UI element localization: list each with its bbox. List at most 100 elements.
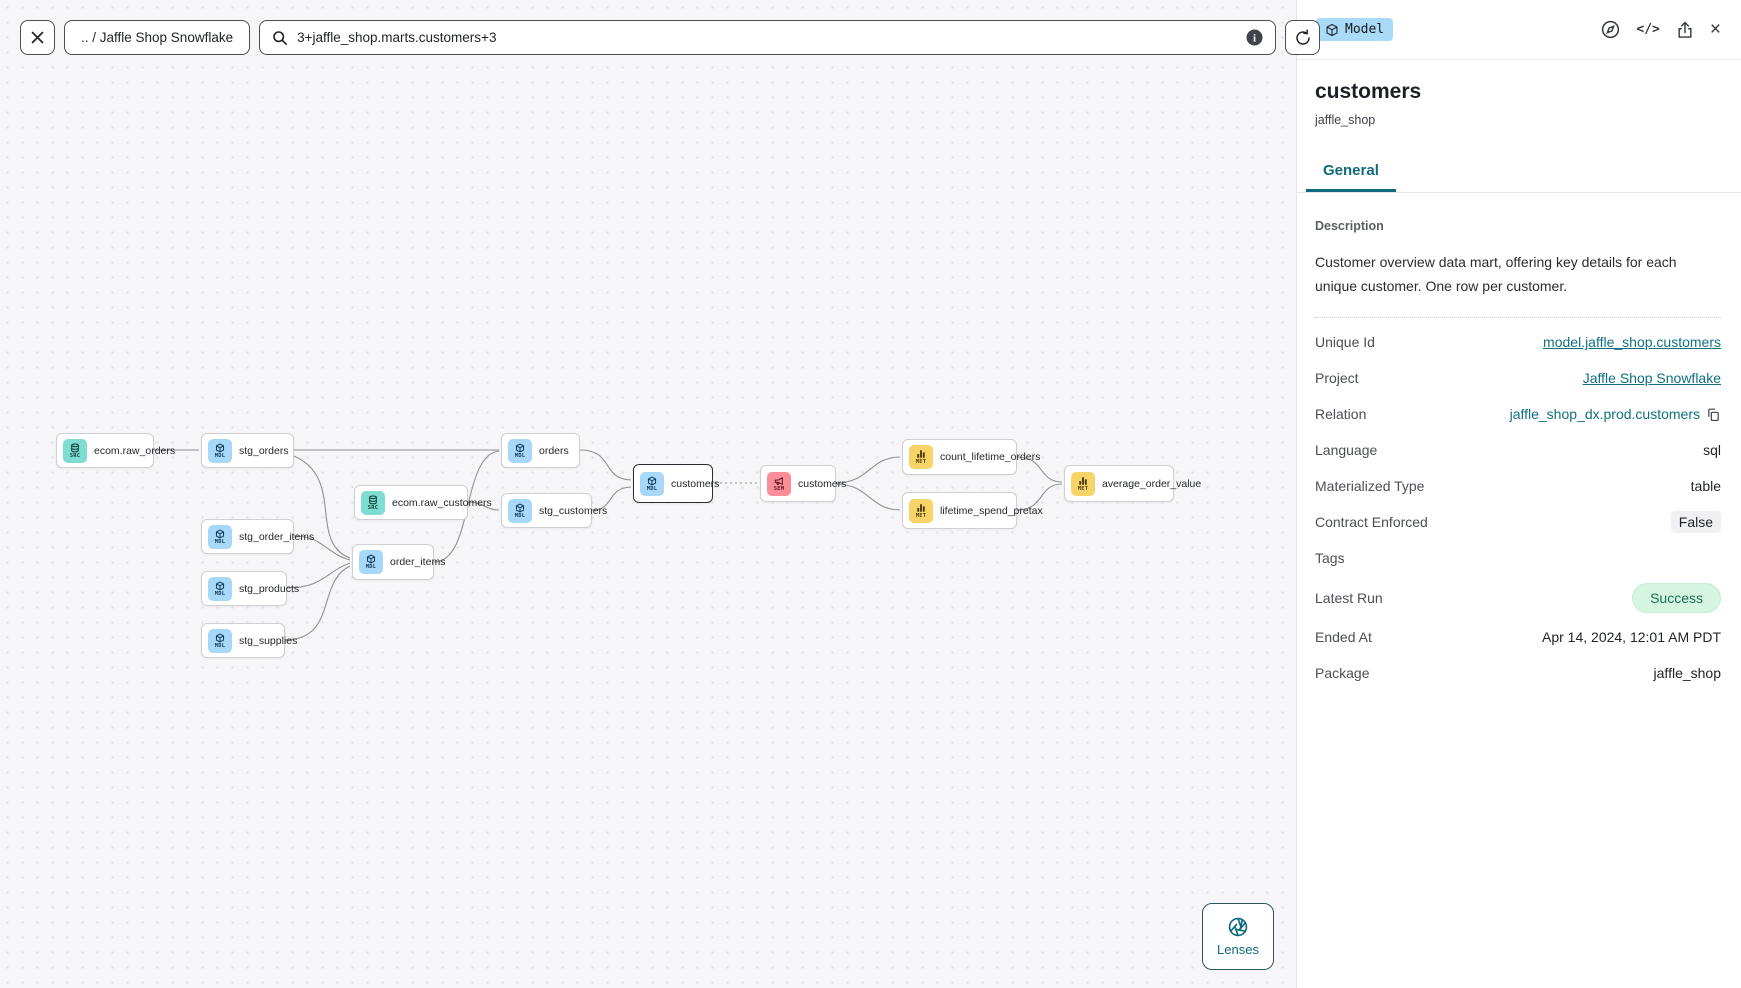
node-label: count_lifetime_orders <box>940 451 1041 463</box>
node-label: customers <box>798 477 847 490</box>
node-label: lifetime_spend_pretax <box>940 504 1043 517</box>
info-icon[interactable]: i <box>1246 29 1263 46</box>
breadcrumb-label: .. / Jaffle Shop Snowflake <box>81 30 234 45</box>
field-label: Tags <box>1315 550 1345 566</box>
field-label: Language <box>1315 442 1378 458</box>
graph-node-customers-semantic[interactable]: SEM customers <box>760 465 846 502</box>
panel-header: Model </> × <box>1297 0 1741 60</box>
src-icon: SRC <box>361 490 385 515</box>
field-row-language: Language sql <box>1315 432 1721 468</box>
field-value: sql <box>1703 442 1721 458</box>
description-text: Customer overview data mart, offering ke… <box>1315 250 1721 318</box>
lenses-button[interactable]: Lenses <box>1202 903 1274 970</box>
node-label: stg_products <box>239 582 300 595</box>
field-value[interactable]: model.jaffle_shop.customers <box>1543 334 1721 350</box>
met-icon: MET <box>909 445 933 469</box>
met-icon: MET <box>909 498 933 523</box>
field-label: Contract Enforced <box>1315 514 1428 530</box>
panel-title-block: customers jaffle_shop <box>1297 60 1741 127</box>
graph-node-stg-orders[interactable]: MDL stg_orders <box>201 433 294 468</box>
graph-node-orders[interactable]: MDL orders <box>501 433 580 468</box>
field-value: False <box>1670 511 1721 533</box>
tab-general[interactable]: General <box>1306 153 1396 192</box>
mdl-icon: MDL <box>508 438 532 463</box>
copy-icon[interactable] <box>1706 407 1721 422</box>
panel-header-actions: </> × <box>1600 19 1721 40</box>
node-label: order_items <box>390 556 446 568</box>
field-value: table <box>1690 478 1721 494</box>
mdl-icon: MDL <box>208 438 232 463</box>
edge-orders-to-customers-model <box>579 449 632 481</box>
graph-node-stg-customers[interactable]: MDL stg_customers <box>501 493 607 528</box>
mdl-icon: MDL <box>508 498 532 523</box>
field-row-tags: Tags <box>1315 540 1721 576</box>
resource-type-label: Model <box>1345 22 1385 37</box>
mdl-icon: MDL <box>208 576 232 601</box>
close-panel-icon[interactable]: × <box>1709 19 1721 40</box>
edge-stg-supplies-to-order-items <box>283 565 351 641</box>
search-icon <box>272 30 288 46</box>
model-cube-icon <box>1325 23 1339 37</box>
mdl-icon: MDL <box>208 524 232 549</box>
lenses-aperture-icon <box>1227 916 1249 938</box>
field-label: Package <box>1315 665 1370 681</box>
graph-node-stg-products[interactable]: MDL stg_products <box>201 571 299 606</box>
field-row-unique-id: Unique Id model.jaffle_shop.customers <box>1315 324 1721 360</box>
graph-node-count-lifetime-orders[interactable]: MET count_lifetime_orders <box>902 439 1040 475</box>
field-label: Relation <box>1315 406 1367 422</box>
field-row-contract-enforced: Contract Enforced False <box>1315 504 1721 540</box>
field-label: Project <box>1315 370 1359 386</box>
field-value: jaffle_shop <box>1653 665 1721 681</box>
field-value[interactable]: Jaffle Shop Snowflake <box>1582 370 1721 386</box>
node-label: stg_supplies <box>239 634 298 647</box>
refresh-button[interactable] <box>1285 20 1321 55</box>
field-label: Ended At <box>1315 629 1372 645</box>
field-label: Unique Id <box>1315 334 1375 350</box>
share-icon[interactable] <box>1675 20 1695 40</box>
close-icon <box>30 30 45 45</box>
graph-node-stg-supplies[interactable]: MDL stg_supplies <box>201 623 297 658</box>
code-icon[interactable]: </> <box>1636 22 1660 37</box>
mdl-icon: MDL <box>359 550 383 574</box>
field-row-package: Package jaffle_shop <box>1315 655 1721 691</box>
search-input[interactable] <box>297 30 1238 45</box>
node-label: ecom.raw_customers <box>392 496 492 509</box>
lineage-toolbar: .. / Jaffle Shop Snowflake i <box>20 20 1321 55</box>
sem-icon: SEM <box>767 471 791 496</box>
page-title: customers <box>1315 80 1422 103</box>
graph-node-stg-order-items[interactable]: MDL stg_order_items <box>201 519 314 554</box>
panel-tabs: General <box>1297 153 1741 193</box>
lenses-label: Lenses <box>1217 942 1259 957</box>
close-lineage-button[interactable] <box>20 20 55 55</box>
node-label: ecom.raw_orders <box>94 444 176 457</box>
met-icon: MET <box>1071 471 1095 496</box>
graph-node-ecom-raw-customers[interactable]: SRC ecom.raw_customers <box>354 485 492 520</box>
graph-node-lifetime-spend-pretax[interactable]: MET lifetime_spend_pretax <box>902 492 1043 529</box>
lineage-search: i <box>259 20 1277 55</box>
node-label: orders <box>539 444 569 457</box>
panel-body: Description Customer overview data mart,… <box>1297 193 1741 691</box>
package-subtitle: jaffle_shop <box>1315 113 1376 127</box>
node-label: stg_order_items <box>239 530 315 543</box>
node-label: stg_orders <box>239 444 289 457</box>
mdl-icon: MDL <box>640 471 664 496</box>
field-label: Latest Run <box>1315 589 1383 606</box>
node-label: stg_customers <box>539 504 608 517</box>
resource-type-badge: Model <box>1316 18 1394 41</box>
svg-text:i: i <box>1253 32 1256 44</box>
field-row-project: Project Jaffle Shop Snowflake <box>1315 360 1721 396</box>
breadcrumb[interactable]: .. / Jaffle Shop Snowflake <box>64 20 251 55</box>
mdl-icon: MDL <box>208 628 232 653</box>
explore-compass-icon[interactable] <box>1600 19 1621 40</box>
graph-node-order-items[interactable]: MDL order_items <box>352 544 445 580</box>
description-label: Description <box>1315 219 1384 233</box>
